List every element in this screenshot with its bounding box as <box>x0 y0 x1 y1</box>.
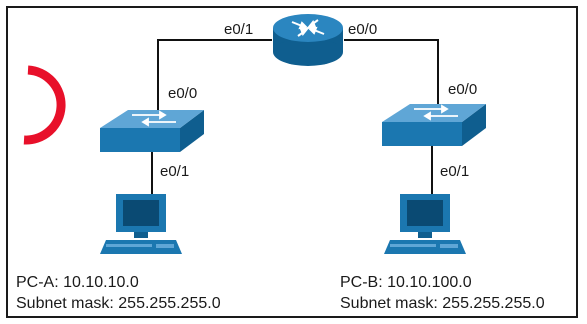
watermark-arc <box>23 65 66 145</box>
router-left-interface-label: e0/1 <box>224 21 253 38</box>
switch-right-uplink-label: e0/0 <box>448 81 477 98</box>
cables <box>151 39 439 196</box>
pc-a-address: PC-A: 10.10.10.0 <box>16 274 139 291</box>
pc-b-info: PC-B: 10.10.100.0 Subnet mask: 255.255.2… <box>340 272 545 314</box>
router-right-interface-label: e0/0 <box>348 21 377 38</box>
pc-b-icon <box>384 194 466 254</box>
pc-a-icon <box>100 194 182 254</box>
router-icon <box>273 14 343 66</box>
pc-a-subnet-mask: Subnet mask: 255.255.255.0 <box>16 295 221 312</box>
cable-router-to-left-switch <box>157 39 272 112</box>
switch-right-downlink-label: e0/1 <box>440 163 469 180</box>
pc-b-subnet-mask: Subnet mask: 255.255.255.0 <box>340 295 545 312</box>
cable-router-to-right-switch <box>344 39 439 104</box>
pc-a-info: PC-A: 10.10.10.0 Subnet mask: 255.255.25… <box>16 272 221 314</box>
pc-b-address: PC-B: 10.10.100.0 <box>340 274 472 291</box>
switch-left-uplink-label: e0/0 <box>168 85 197 102</box>
switch-left-icon <box>100 110 204 152</box>
switch-left-downlink-label: e0/1 <box>160 163 189 180</box>
switch-right-icon <box>382 104 486 146</box>
